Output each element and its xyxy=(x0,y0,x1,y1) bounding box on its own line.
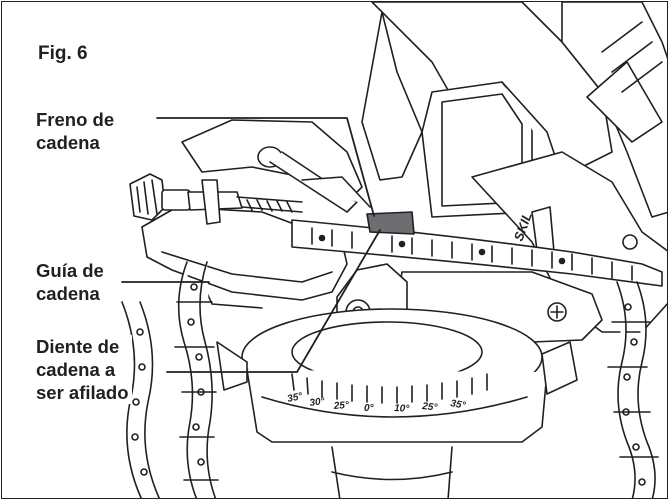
callout-chain-guide: Guía de cadena xyxy=(36,259,107,305)
chain-brake-arm xyxy=(181,119,371,213)
scale-label-3: 25° xyxy=(332,400,350,412)
scale-label-7: 35° xyxy=(449,398,467,412)
saw-chain-right xyxy=(607,281,659,498)
tension-knob xyxy=(129,173,303,225)
saw-chain-left xyxy=(121,261,219,498)
figure-title: Fig. 6 xyxy=(38,42,91,65)
angle-base xyxy=(216,308,578,498)
callout-chain-tooth: Diente de cadena a ser afilado xyxy=(36,335,132,404)
scale-label-2: 30° xyxy=(309,396,326,409)
scale-label-5: 10° xyxy=(394,403,411,415)
callout-chain-brake: Freno de cadena xyxy=(36,108,118,154)
scale-label-6: 25° xyxy=(421,401,439,414)
leader-freno xyxy=(156,117,375,217)
callout-leaders xyxy=(121,117,381,373)
leader-diente xyxy=(166,229,381,373)
scale-label-1: 35° xyxy=(286,391,304,405)
scale-label-4: 0° xyxy=(364,403,375,414)
saw-chain-top xyxy=(291,211,663,287)
angle-scale-labels: 35° 30° 25° 0° 10° 25° 35° xyxy=(286,391,467,415)
